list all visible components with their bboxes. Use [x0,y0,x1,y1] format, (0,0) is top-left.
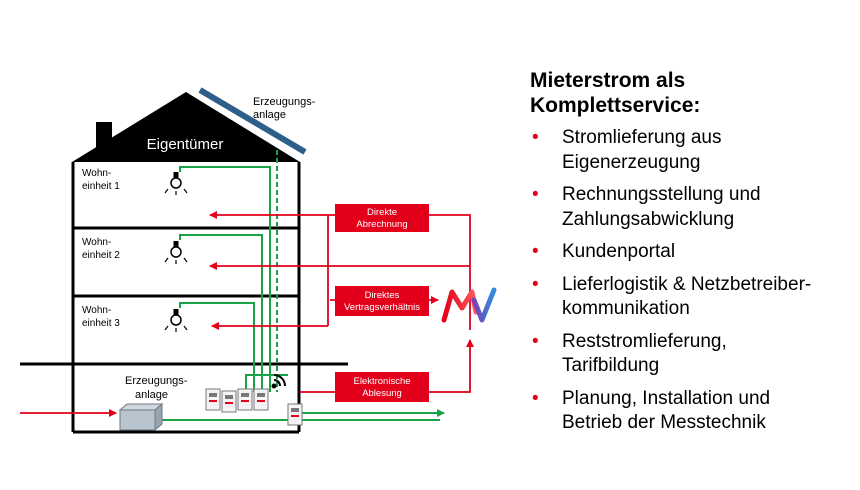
svg-text:Ablesung: Ablesung [362,388,402,399]
mvv-logo-icon [441,287,497,323]
list-item: •Lieferlogistik & Netzbetreiber-kommunik… [532,273,812,320]
service-panel: Mieterstrom als Komplettservice: •Stroml… [530,68,850,444]
generation-top-label: anlage [253,109,286,121]
svg-text:Vertragsverhältnis: Vertragsverhältnis [344,302,420,313]
solar-panel [198,87,307,155]
light-bulb-icon [164,241,188,264]
svg-text:Abrechnung: Abrechnung [356,219,407,230]
unit-label: einheit 3 [82,318,120,329]
svg-text:Direktes: Direktes [365,290,400,301]
generator-box [118,402,164,432]
roof [72,92,300,162]
bullet-icon: • [532,127,539,148]
svg-text:Elektronische: Elektronische [353,376,410,387]
unit-label: Wohn- [82,237,111,248]
info-box-direct-contract: Direktes Vertragsverhältnis [335,286,429,316]
bullet-icon: • [532,387,539,409]
meter-icon [237,388,253,411]
meter-icon [221,390,237,413]
roof-label: Eigentümer [147,136,224,153]
basement-label: anlage [135,389,168,401]
meter-icon [287,403,303,426]
list-item: •Kundenportal [530,240,850,265]
unit-label: einheit 1 [82,181,120,192]
list-item: •Reststromlieferung,Tarifbildung [532,330,727,377]
light-bulb-icon [164,309,188,332]
building-walls [20,162,348,434]
meter-icon [205,388,221,411]
unit-label: Wohn- [82,168,111,179]
basement-label: Erzeugungs- [125,375,188,387]
panel-title: Mieterstrom als Komplettservice: [530,69,701,117]
chimney [96,122,112,152]
bullet-icon: • [532,273,539,295]
bullet-icon: • [532,330,539,352]
unit-label: Wohn- [82,305,111,316]
info-box-electronic-reading: Elektronische Ablesung [335,372,429,402]
bullet-icon: • [532,184,539,205]
bullet-icon: • [532,241,539,262]
svg-text:Direkte: Direkte [367,207,397,218]
unit-label: einheit 2 [82,250,120,261]
info-box-direct-billing: Direkte Abrechnung [335,204,429,232]
building-diagram: Eigentümer Erzeugungs- anlage Wohn- einh… [20,87,497,434]
meter-icon [253,388,269,411]
light-bulb-icon [164,172,188,195]
generation-top-label: Erzeugungs- [253,96,316,108]
wireless-signal-icon [271,374,286,389]
